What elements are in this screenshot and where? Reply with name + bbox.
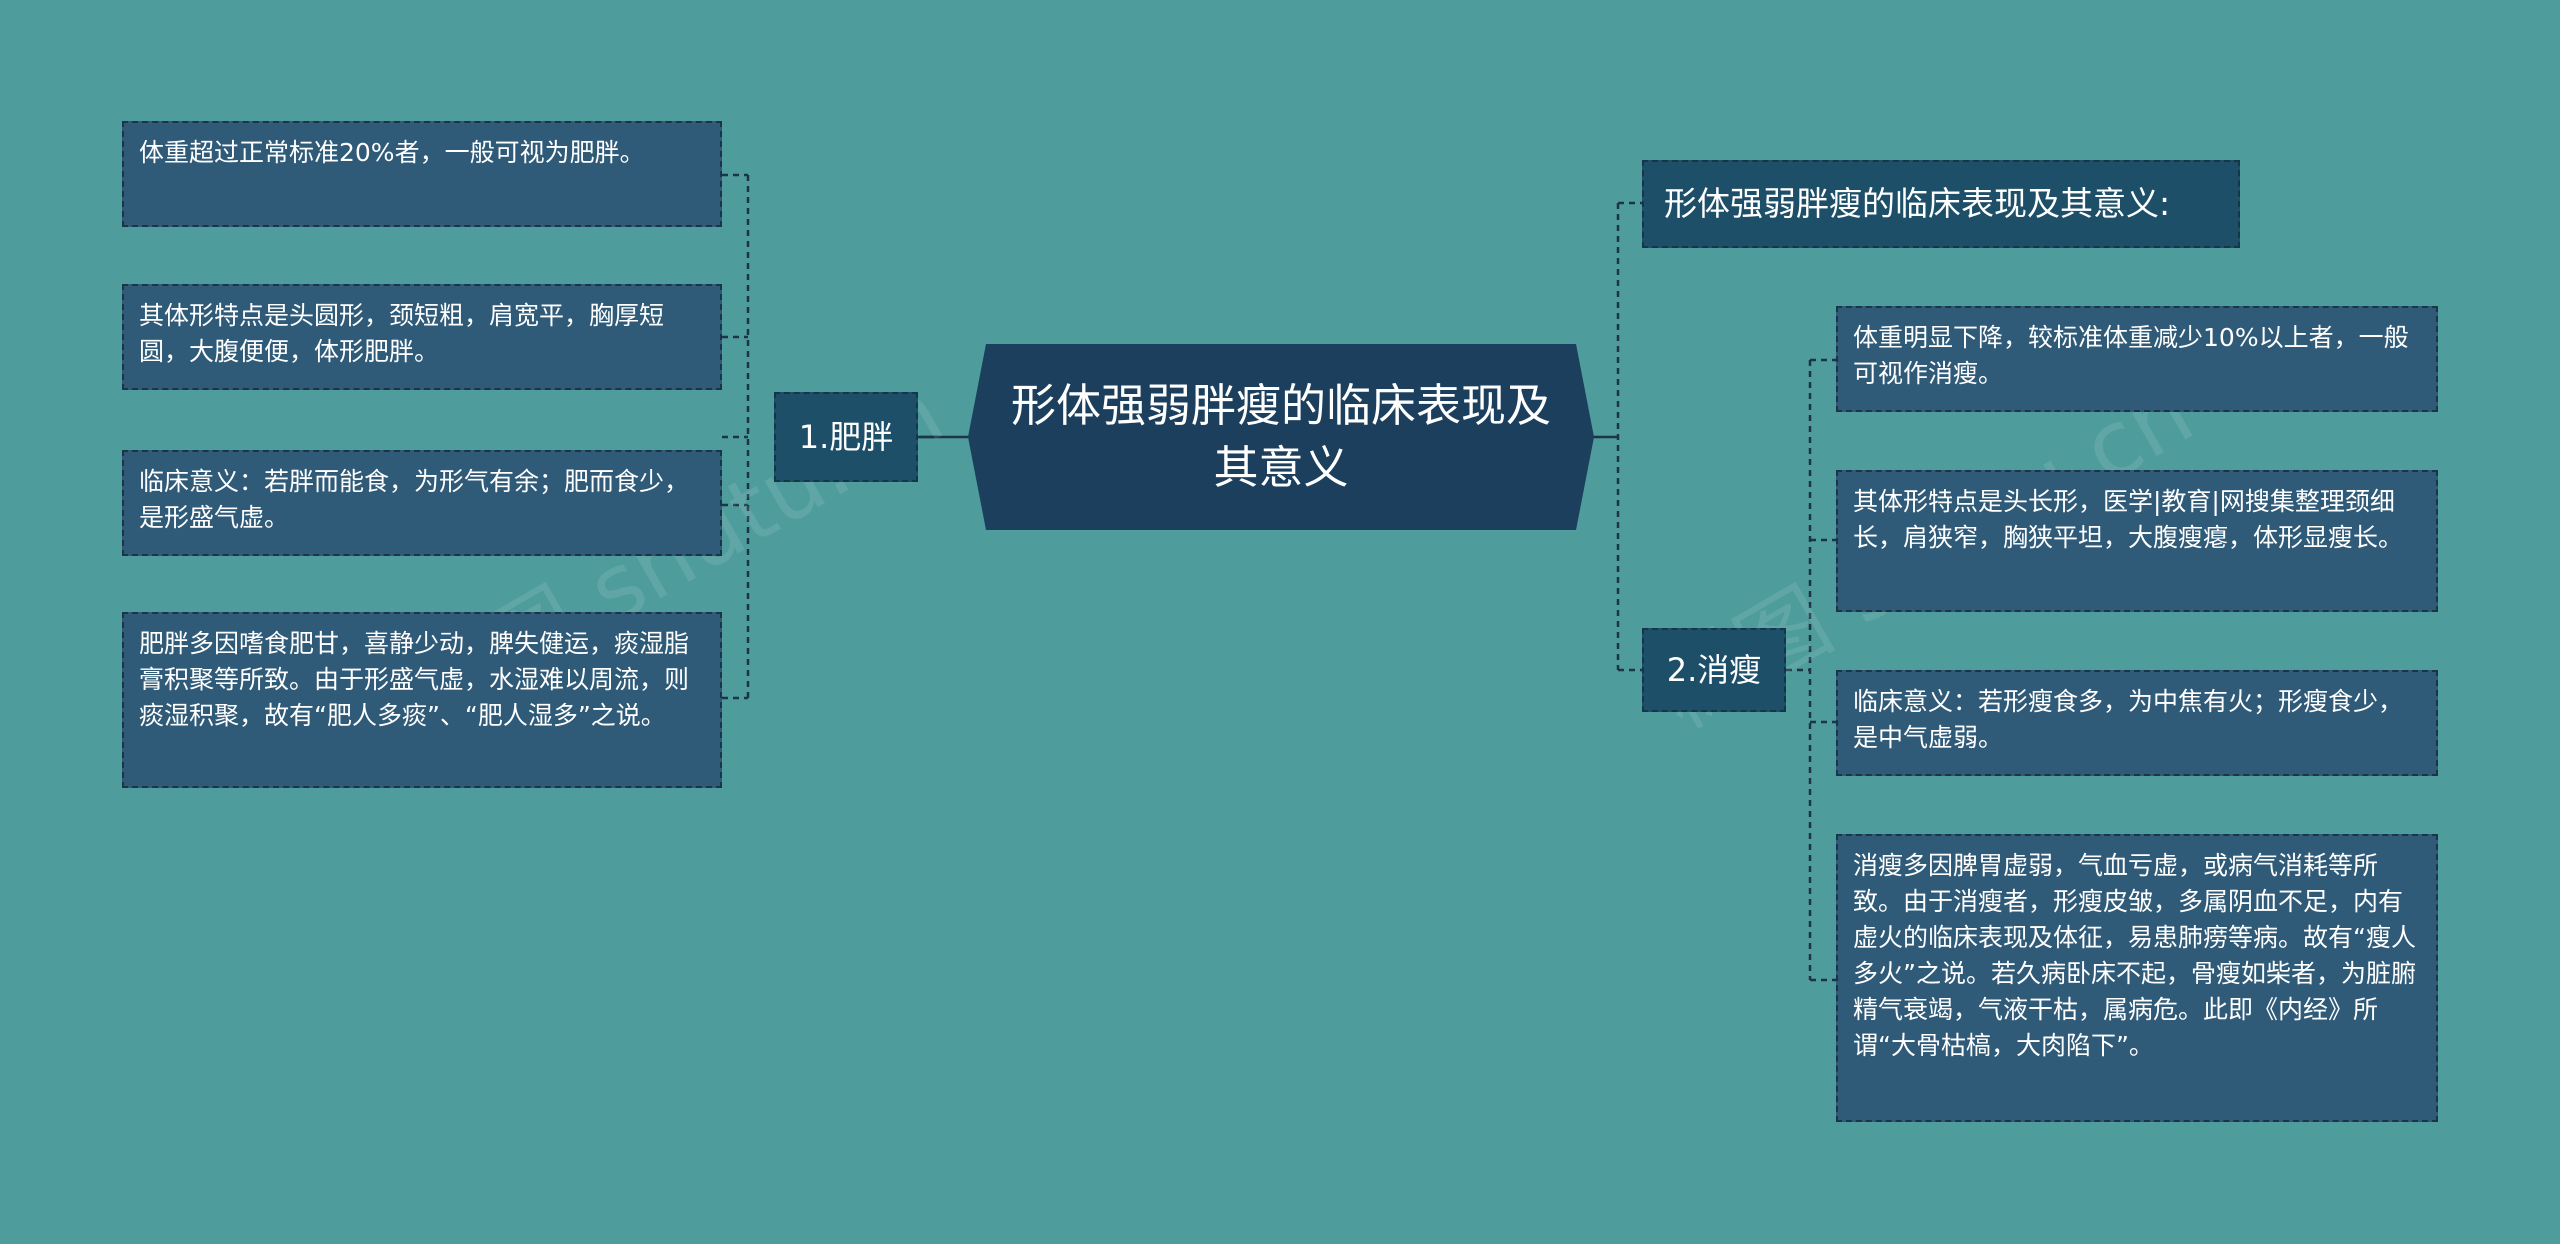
left-leaf-1[interactable]: 体重超过正常标准20%者，一般可视为肥胖。 — [122, 121, 722, 227]
right-leaf-4-text: 消瘦多因脾胃虚弱，气血亏虚，或病气消耗等所致。由于消瘦者，形瘦皮皱，多属阴血不足… — [1853, 851, 2416, 1060]
right-leaf-4[interactable]: 消瘦多因脾胃虚弱，气血亏虚，或病气消耗等所致。由于消瘦者，形瘦皮皱，多属阴血不足… — [1836, 834, 2438, 1122]
left-leaf-4-text: 肥胖多因嗜食肥甘，喜静少动，脾失健运，痰湿脂膏积聚等所致。由于形盛气虚，水湿难以… — [139, 629, 690, 730]
left-leaf-4[interactable]: 肥胖多因嗜食肥甘，喜静少动，脾失健运，痰湿脂膏积聚等所致。由于形盛气虚，水湿难以… — [122, 612, 722, 788]
root-node-shape — [968, 344, 1594, 530]
left-leaf-3[interactable]: 临床意义：若胖而能食，为形气有余；肥而食少，是形盛气虚。 — [122, 450, 722, 556]
left-leaf-3-text: 临床意义：若胖而能食，为形气有余；肥而食少，是形盛气虚。 — [139, 467, 690, 532]
right-leaf-1[interactable]: 体重明显下降，较标准体重减少10%以上者，一般可视作消瘦。 — [1836, 306, 2438, 412]
branch-obesity[interactable]: 1.肥胖 — [774, 392, 918, 482]
root-title: 形体强弱胖瘦的临床表现及其意义 — [1010, 379, 1551, 494]
right-leaf-1-text: 体重明显下降，较标准体重减少10%以上者，一般可视作消瘦。 — [1853, 323, 2409, 388]
topic-label[interactable]: 形体强弱胖瘦的临床表现及其意义: — [1642, 160, 2240, 248]
branch-emaciation-label: 2.消瘦 — [1666, 651, 1762, 689]
right-leaf-2-text: 其体形特点是头长形，医学|教育|网搜集整理颈细长，肩狭窄，胸狭平坦，大腹瘦瘪，体… — [1853, 487, 2404, 552]
topic-label-text: 形体强弱胖瘦的临床表现及其意义: — [1664, 184, 2171, 223]
right-leaf-2[interactable]: 其体形特点是头长形，医学|教育|网搜集整理颈细长，肩狭窄，胸狭平坦，大腹瘦瘪，体… — [1836, 470, 2438, 612]
right-leaf-3-text: 临床意义：若形瘦食多，为中焦有火；形瘦食少，是中气虚弱。 — [1853, 687, 2404, 752]
left-leaf-2[interactable]: 其体形特点是头圆形，颈短粗，肩宽平，胸厚短圆，大腹便便，体形肥胖。 — [122, 284, 722, 390]
branch-obesity-label: 1.肥胖 — [798, 418, 894, 456]
root-node[interactable]: 形体强弱胖瘦的临床表现及其意义 — [1000, 344, 1562, 530]
left-leaf-2-text: 其体形特点是头圆形，颈短粗，肩宽平，胸厚短圆，大腹便便，体形肥胖。 — [139, 301, 665, 366]
right-leaf-3[interactable]: 临床意义：若形瘦食多，为中焦有火；形瘦食少，是中气虚弱。 — [1836, 670, 2438, 776]
left-leaf-1-text: 体重超过正常标准20%者，一般可视为肥胖。 — [139, 138, 645, 167]
branch-emaciation[interactable]: 2.消瘦 — [1642, 628, 1786, 712]
